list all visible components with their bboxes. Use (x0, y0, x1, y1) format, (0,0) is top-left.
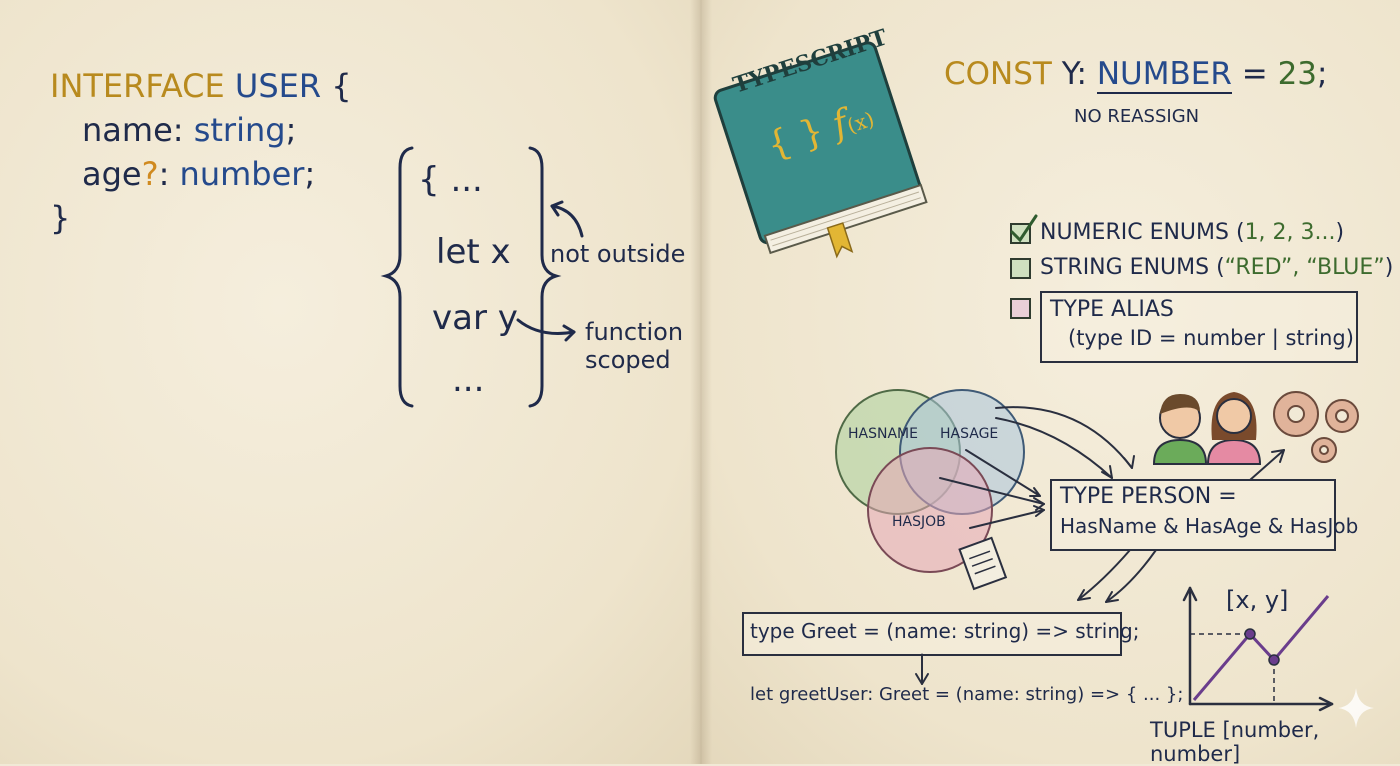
colon: : (158, 155, 170, 193)
tuple-label: [x, y] (1226, 586, 1289, 614)
tuple-point-2 (1268, 654, 1280, 666)
interface-name: USER (234, 67, 322, 105)
semicolon: ; (304, 155, 316, 193)
arrow-hasage (965, 449, 1041, 497)
tuple-line (1192, 595, 1330, 701)
scope-line-ellipsis: ... (452, 360, 485, 400)
type-person-detail: HasName & HasAge & HasJob (1060, 514, 1359, 538)
const-eq: = (1241, 56, 1268, 92)
const-type: NUMBER (1096, 56, 1232, 94)
book-gutter (690, 0, 712, 764)
interface-line-1: INTERFACE USER { (50, 64, 352, 108)
interface-line-3: age?: number; (50, 152, 352, 196)
const-keyword: CONST (944, 56, 1052, 92)
scope-line-1: { ... (418, 160, 483, 200)
arrow-hasage-top (995, 406, 1133, 469)
function-note-line-1: function (585, 318, 684, 346)
enum-numeric-label: NUMERIC ENUMS (1, 2, 3...) (1040, 220, 1344, 245)
arrow-to-gears (1249, 449, 1285, 481)
left-page (0, 0, 700, 764)
greet-type-line: type Greet = (name: string) => string; (750, 619, 1140, 643)
type-alias-detail: (type ID = number | string) (1068, 326, 1354, 350)
type-person-box (1050, 479, 1336, 551)
venn-label-hasjob: HASJOB (892, 514, 946, 530)
arrow-hasname (995, 417, 1113, 479)
const-value: 23 (1277, 56, 1318, 92)
greet-let-line: let greetUser: Greet = (name: string) =>… (750, 684, 1184, 705)
prop-age-type: number (179, 155, 305, 193)
type-alias-box (1040, 291, 1358, 363)
interface-code-block: INTERFACE USER { name: string; age?: num… (50, 64, 352, 240)
type-alias-title: TYPE ALIAS (1050, 297, 1174, 322)
left-curly-brace (380, 146, 414, 408)
no-reassign-note: NO REASSIGN (1074, 106, 1200, 127)
not-outside-arrow (550, 204, 584, 238)
arrow-intersection (939, 477, 1045, 505)
enum-checkbox-numeric[interactable] (1010, 223, 1031, 244)
person-male (1152, 394, 1208, 465)
type-alias-checkbox[interactable] (1010, 298, 1031, 319)
person-female (1206, 392, 1262, 465)
enum-checkbox-string[interactable] (1010, 258, 1031, 279)
scope-line-var: var y (432, 298, 518, 338)
enum-numeric-suffix: ) (1335, 220, 1345, 245)
venn-circle-hasjob (867, 447, 993, 573)
semicolon: ; (285, 111, 297, 149)
close-brace: } (50, 199, 71, 237)
enum-numeric-detail: 1, 2, 3... (1244, 220, 1336, 245)
enum-string-suffix: ) (1384, 255, 1394, 280)
tuple-point-1 (1244, 628, 1256, 640)
open-brace: { (331, 67, 352, 105)
const-semicolon: ; (1317, 56, 1328, 92)
prop-age: age (82, 155, 142, 193)
function-scoped-note: function scoped (585, 318, 683, 374)
arrow-to-greet-1 (1077, 549, 1131, 601)
enum-string-detail: “RED”, “BLUE” (1224, 255, 1385, 280)
venn-label-hasname: HASNAME (848, 426, 918, 442)
optional-marker: ? (141, 155, 159, 193)
prop-name: name: (82, 111, 184, 149)
const-var: Y: (1061, 56, 1087, 92)
arrow-to-greet-2 (1105, 549, 1157, 603)
scope-line-let: let x (436, 232, 511, 272)
function-scoped-arrow (516, 318, 576, 335)
prop-name-type: string (193, 111, 286, 149)
interface-keyword: INTERFACE (50, 67, 225, 105)
type-person-title: TYPE PERSON = (1060, 484, 1237, 509)
enum-string-prefix: STRING ENUMS ( (1040, 255, 1225, 280)
enum-numeric-prefix: NUMERIC ENUMS ( (1040, 220, 1245, 245)
interface-line-4: } (50, 196, 352, 240)
not-outside-note: not outside (550, 240, 686, 268)
arrow-hasjob (969, 509, 1045, 529)
function-note-line-2: scoped (585, 346, 671, 374)
venn-label-hasage: HASAGE (940, 426, 999, 442)
const-line: CONST Y: NUMBER = 23; (944, 56, 1328, 94)
enum-string-label: STRING ENUMS (“RED”, “BLUE”) (1040, 255, 1393, 280)
interface-line-2: name: string; (50, 108, 352, 152)
tuple-caption: TUPLE [number, number] (1150, 718, 1320, 766)
greet-type-box (742, 612, 1122, 656)
right-curly-brace (528, 146, 562, 408)
